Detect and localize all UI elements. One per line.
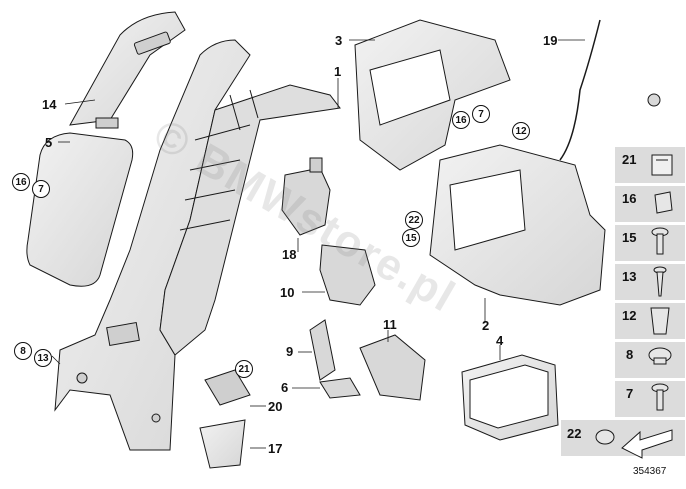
callout-4: 4 (496, 333, 504, 348)
console-right-wall (159, 84, 341, 356)
callout-20: 20 (268, 399, 283, 414)
part-11-insert (359, 334, 426, 401)
legend-grid (559, 145, 686, 458)
circled-ref-16: 16 (452, 111, 470, 129)
callout-14: 14 (42, 97, 57, 112)
callout-6: 6 (281, 380, 289, 395)
part-20-frame (204, 369, 251, 406)
callout-18: 18 (282, 247, 297, 262)
center-console-body (54, 39, 251, 451)
callout-11: 11 (383, 317, 397, 332)
callout-9: 9 (286, 344, 294, 359)
diagram-number: 354367 (633, 466, 667, 477)
circled-ref-22: 22 (405, 211, 423, 229)
arrow-icon (621, 429, 673, 459)
legend-num-15: 15 (622, 230, 637, 245)
legend-num-12: 12 (622, 308, 637, 323)
circled-ref-7: 7 (472, 105, 490, 123)
grommet-icon (595, 429, 615, 445)
legend-num-7: 7 (626, 386, 634, 401)
legend-num-8: 8 (626, 347, 634, 362)
circled-ref-8: 8 (14, 342, 32, 360)
part-5-armrest (26, 132, 134, 287)
plug-icon (648, 347, 672, 365)
circled-ref-15: 15 (402, 229, 420, 247)
circled-ref-13: 13 (34, 349, 52, 367)
circled-ref-12: 12 (512, 122, 530, 140)
console-inner-ribs (179, 89, 259, 231)
legend-num-16: 16 (622, 191, 637, 206)
legend-num-13: 13 (622, 269, 637, 284)
screw-flat-icon (651, 227, 669, 255)
expanding-nut-icon (650, 307, 670, 335)
callout-1: 1 (334, 64, 342, 79)
part-10-lock (319, 244, 376, 306)
clip-nut-icon (651, 154, 673, 176)
leader-lines (51, 39, 585, 449)
cap-icon (654, 191, 673, 214)
callout-2: 2 (482, 318, 490, 333)
part-6-clip (319, 377, 361, 399)
callout-10: 10 (280, 285, 295, 300)
circled-ref-16: 16 (12, 173, 30, 191)
circled-ref-21: 21 (235, 360, 253, 378)
callout-19: 19 (543, 33, 558, 48)
part-9-bracket (309, 319, 336, 381)
callout-17: 17 (268, 441, 283, 456)
part-17-cup (199, 419, 246, 469)
part-19-cable (559, 19, 601, 161)
self-tapping-screw-icon (653, 266, 667, 297)
part-14-cover (69, 11, 186, 126)
callout-3: 3 (335, 33, 343, 48)
collar-screw-icon (651, 383, 669, 411)
legend-num-21: 21 (622, 152, 637, 167)
legend-num-22: 22 (567, 426, 582, 441)
circled-ref-7: 7 (32, 180, 50, 198)
callout-5: 5 (45, 135, 53, 150)
